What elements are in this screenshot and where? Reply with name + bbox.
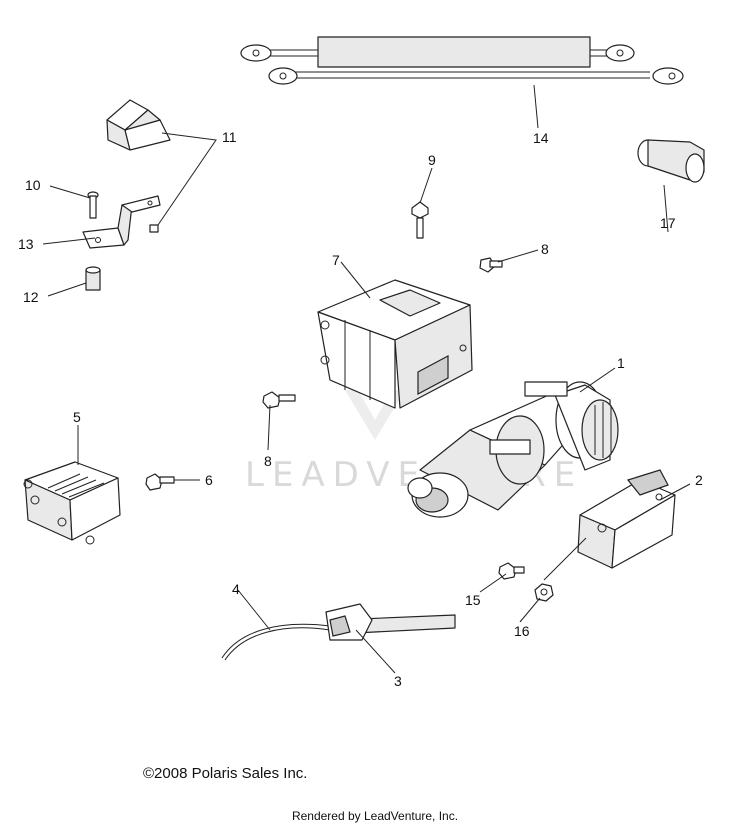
spacer	[85, 266, 101, 291]
callout-16: 16	[514, 623, 530, 639]
callout-8-lower: 8	[264, 453, 272, 469]
bolt-10	[87, 191, 99, 219]
nut-16	[534, 583, 554, 602]
callout-11: 11	[222, 129, 237, 145]
bolt-9	[411, 201, 429, 239]
callout-15: 15	[465, 592, 481, 608]
callout-10: 10	[25, 177, 41, 193]
bolt-15	[498, 562, 525, 580]
copyright-notice: ©2008 Polaris Sales Inc.	[143, 765, 308, 782]
mounting-bracket	[82, 195, 161, 249]
bolt-8-upper	[479, 257, 503, 273]
footer-credit: Rendered by LeadVenture, Inc.	[291, 809, 459, 823]
callout-1: 1	[617, 355, 625, 371]
winch-cable	[221, 603, 456, 661]
callout-7: 7	[332, 252, 340, 268]
elbow-boot	[637, 139, 705, 183]
callout-17: 17	[660, 215, 676, 231]
callout-8-upper: 8	[541, 241, 549, 257]
callout-4: 4	[232, 581, 240, 597]
contactor-solenoid	[23, 461, 121, 545]
callout-2: 2	[695, 472, 703, 488]
callout-9: 9	[428, 152, 436, 168]
callout-12: 12	[23, 289, 39, 305]
fairlead-bracket	[577, 469, 676, 569]
relay-connector	[106, 99, 171, 151]
callout-14: 14	[533, 130, 549, 146]
nut-small	[149, 224, 159, 233]
callout-6: 6	[205, 472, 213, 488]
winch-mount-plate	[317, 279, 473, 409]
winch	[407, 381, 619, 518]
bolt-8-lower	[262, 391, 296, 409]
leader-lines	[42, 84, 691, 674]
callout-13: 13	[18, 236, 34, 252]
battery-cables	[240, 36, 684, 85]
callouts: 1 2 3 4 5 6 7 8 8 9 10 11 12 13 14 15 16…	[18, 129, 703, 689]
callout-5: 5	[73, 409, 81, 425]
bolt-6	[145, 473, 175, 491]
callout-3: 3	[394, 673, 402, 689]
